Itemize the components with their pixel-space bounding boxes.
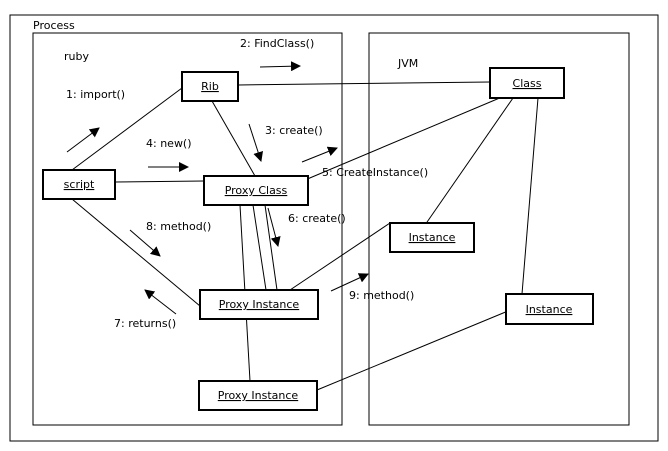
find-class-arrow (259, 61, 301, 72)
link-class-instance1 (424, 97, 514, 226)
object-script-label: script (64, 178, 95, 191)
message-arrows (66, 61, 369, 315)
method-8-message: 8: method() (146, 220, 211, 233)
object-proxy-instance-2-label: Proxy Instance (218, 389, 299, 402)
link-proxyclass-class (304, 96, 503, 181)
create-3-arrow (248, 123, 263, 162)
link-script-proxyinstance1 (71, 198, 201, 307)
method-8-arrow (129, 229, 161, 257)
object-instance-2-label: Instance (526, 303, 573, 316)
link-proxyinstance2-instance2 (316, 310, 509, 391)
method-9-arrow (330, 273, 369, 292)
create-6-message: 6: create() (288, 212, 346, 225)
ruby-frame-label: ruby (64, 50, 89, 63)
link-class-instance2 (521, 97, 539, 295)
object-script: script (42, 169, 116, 200)
object-instance-1: Instance (389, 222, 475, 253)
object-proxy-class-label: Proxy Class (225, 184, 288, 197)
create-instance-message: 5: CreateInstance() (322, 166, 428, 179)
jvm-frame-label: JVM (397, 57, 418, 70)
object-proxy-instance-1: Proxy Instance (199, 289, 319, 320)
find-class-message: 2: FindClass() (240, 37, 314, 50)
object-rib-label: Rib (201, 80, 219, 93)
process-frame (9, 14, 659, 442)
import-message: 1: import() (66, 88, 125, 101)
object-class-label: Class (513, 77, 542, 90)
returns-message: 7: returns() (114, 317, 176, 330)
object-class: Class (489, 67, 565, 99)
link-rib-proxyclass (211, 100, 256, 177)
create-6-arrow (267, 207, 281, 247)
returns-arrow (144, 289, 177, 315)
link-script-proxyclass (114, 180, 205, 183)
new-message: 4: new() (146, 137, 192, 150)
object-instance-1-label: Instance (409, 231, 456, 244)
link-rib-class (237, 81, 491, 86)
ruby-frame (32, 32, 343, 426)
method-9-message: 9: method() (349, 289, 414, 302)
process-frame-label: Process (33, 19, 75, 32)
link-script-rib (71, 87, 183, 171)
link-proxyclass-proxyinstance1-a (252, 204, 267, 291)
object-rib: Rib (181, 71, 239, 102)
jvm-frame (368, 32, 630, 426)
create-instance-arrow (301, 146, 338, 163)
object-proxy-class: Proxy Class (203, 175, 309, 206)
object-proxy-instance-1-label: Proxy Instance (219, 298, 300, 311)
link-proxyclass-proxyinstance1-b (264, 204, 278, 291)
link-proxyinstance1-instance1 (289, 222, 391, 291)
object-instance-2: Instance (505, 293, 594, 325)
create-3-message: 3: create() (265, 124, 323, 137)
object-proxy-instance-2: Proxy Instance (198, 380, 318, 411)
import-arrow (66, 127, 100, 153)
